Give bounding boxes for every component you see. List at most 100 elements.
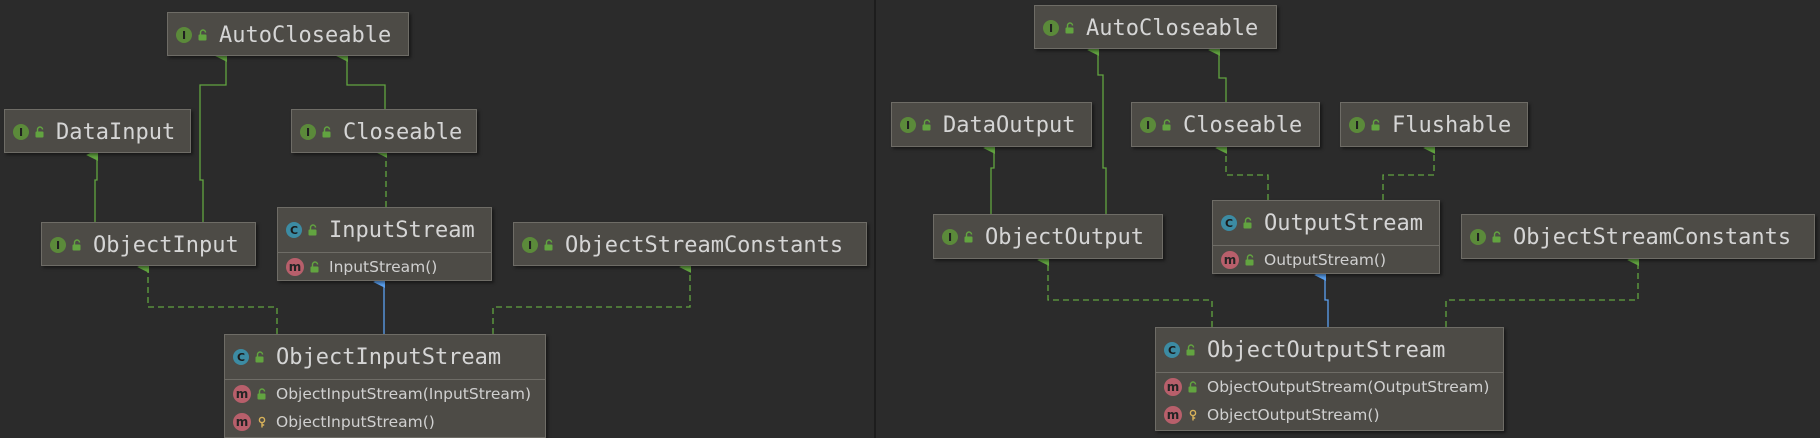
- interface-icon: I: [13, 124, 29, 140]
- method-icon: m: [1164, 406, 1182, 424]
- public-visibility-icon: [1161, 119, 1173, 131]
- public-visibility-icon: [71, 239, 83, 251]
- public-visibility-icon: [307, 224, 319, 236]
- member-separator: [225, 379, 545, 380]
- node-outputstream[interactable]: C OutputStream m OutputStream(): [1212, 200, 1440, 274]
- method-row[interactable]: m ObjectOutputStream(OutputStream): [1156, 373, 1503, 401]
- interface-icon: I: [1140, 117, 1156, 133]
- member-separator: [1156, 372, 1503, 373]
- protected-visibility-icon: [1187, 409, 1199, 421]
- link-closeable-extends-autocloseable: [336, 50, 386, 109]
- public-visibility-icon: [1185, 344, 1197, 356]
- link-objectoutput-extends-dataoutput: [983, 142, 996, 214]
- member-separator: [1213, 245, 1439, 246]
- public-visibility-icon: [1064, 22, 1076, 34]
- node-autocloseable-right[interactable]: I AutoCloseable: [1034, 5, 1277, 49]
- public-visibility-icon: [34, 126, 46, 138]
- link-outputstream-implements-flushable: [1382, 142, 1436, 200]
- node-title: DataInput: [56, 119, 176, 145]
- class-icon: C: [233, 349, 249, 365]
- method-name: InputStream(): [329, 258, 438, 276]
- node-objectinputstream[interactable]: C ObjectInputStream m ObjectInputStream(…: [224, 334, 546, 438]
- public-visibility-icon: [1491, 231, 1503, 243]
- node-title: ObjectOutput: [985, 224, 1144, 250]
- node-title: ObjectInputStream: [276, 344, 502, 370]
- method-icon: m: [1164, 378, 1182, 396]
- method-icon: m: [233, 385, 251, 403]
- panel-divider: [874, 0, 876, 438]
- public-visibility-icon: [921, 119, 933, 131]
- node-title: DataOutput: [943, 112, 1076, 138]
- public-visibility-icon: [543, 239, 555, 251]
- public-visibility-icon: [1187, 381, 1199, 393]
- public-visibility-icon: [321, 126, 333, 138]
- public-visibility-icon: [254, 351, 266, 363]
- link-objectoutputstream-implements-objectoutput: [1037, 254, 1213, 327]
- node-closeable[interactable]: I Closeable: [291, 109, 477, 153]
- public-visibility-icon: [309, 261, 321, 273]
- node-datainput[interactable]: I DataInput: [4, 109, 191, 153]
- link-objectinputstream-implements-objectinput: [137, 261, 278, 334]
- node-inputstream[interactable]: C InputStream m InputStream(): [277, 207, 492, 281]
- abstract-class-icon: C: [286, 222, 302, 238]
- interface-icon: I: [1470, 229, 1486, 245]
- node-title: AutoCloseable: [1086, 15, 1259, 41]
- method-row[interactable]: m OutputStream(): [1213, 246, 1439, 274]
- link-objectinput-extends-datainput: [86, 149, 99, 222]
- member-separator: [278, 252, 491, 253]
- method-row[interactable]: m ObjectInputStream(InputStream): [225, 380, 545, 408]
- interface-icon: I: [1043, 20, 1059, 36]
- link-objectoutputstream-extends-outputstream: [1314, 269, 1329, 327]
- link-outputstream-implements-closeable: [1215, 142, 1269, 200]
- public-visibility-icon: [1242, 217, 1254, 229]
- interface-icon: I: [900, 117, 916, 133]
- method-icon: m: [233, 413, 251, 431]
- node-title: Flushable: [1392, 112, 1512, 138]
- node-title: ObjectStreamConstants: [1513, 224, 1792, 250]
- interface-icon: I: [176, 27, 192, 43]
- node-objectoutputstream[interactable]: C ObjectOutputStream m ObjectOutputStrea…: [1155, 327, 1504, 431]
- method-icon: m: [1221, 251, 1239, 269]
- public-visibility-icon: [256, 388, 268, 400]
- link-objectinput-extends-autocloseable: [199, 50, 228, 222]
- method-icon: m: [286, 258, 304, 276]
- method-row[interactable]: m ObjectOutputStream(): [1156, 401, 1503, 429]
- interface-icon: I: [1349, 117, 1365, 133]
- link-objectoutputstream-implements-objectstreamconstants: [1445, 254, 1640, 327]
- node-title: ObjectOutputStream: [1207, 337, 1446, 363]
- node-flushable[interactable]: I Flushable: [1340, 102, 1528, 147]
- node-title: Closeable: [343, 119, 463, 145]
- abstract-class-icon: C: [1221, 215, 1237, 231]
- public-visibility-icon: [1370, 119, 1382, 131]
- node-title: AutoCloseable: [219, 22, 392, 48]
- node-objectoutput[interactable]: I ObjectOutput: [933, 214, 1163, 259]
- node-autocloseable[interactable]: I AutoCloseable: [167, 12, 409, 56]
- public-visibility-icon: [1244, 254, 1256, 266]
- link-closeable-extends-autocloseable-right: [1208, 44, 1227, 102]
- method-name: ObjectInputStream(InputStream): [276, 385, 532, 403]
- node-title: OutputStream: [1264, 210, 1423, 236]
- public-visibility-icon: [963, 231, 975, 243]
- interface-icon: I: [522, 237, 538, 253]
- node-objectinput[interactable]: I ObjectInput: [41, 222, 256, 266]
- node-title: ObjectStreamConstants: [565, 232, 844, 258]
- method-row[interactable]: m ObjectInputStream(): [225, 408, 545, 436]
- node-title: ObjectInput: [93, 232, 239, 258]
- public-visibility-icon: [197, 29, 209, 41]
- node-objectstreamconstants-right[interactable]: I ObjectStreamConstants: [1461, 214, 1815, 259]
- method-name: ObjectOutputStream(): [1207, 406, 1380, 424]
- node-objectstreamconstants[interactable]: I ObjectStreamConstants: [513, 222, 867, 266]
- node-dataoutput[interactable]: I DataOutput: [891, 102, 1092, 147]
- class-icon: C: [1164, 342, 1180, 358]
- link-objectinputstream-implements-objectstreamconstants: [492, 261, 692, 334]
- method-name: OutputStream(): [1264, 251, 1387, 269]
- node-title: InputStream: [329, 217, 475, 243]
- interface-icon: I: [942, 229, 958, 245]
- method-row[interactable]: m InputStream(): [278, 253, 491, 281]
- interface-icon: I: [50, 237, 66, 253]
- method-name: ObjectOutputStream(OutputStream): [1207, 378, 1490, 396]
- protected-visibility-icon: [256, 416, 268, 428]
- node-closeable-right[interactable]: I Closeable: [1131, 102, 1320, 147]
- link-objectoutput-extends-autocloseable: [1087, 44, 1107, 214]
